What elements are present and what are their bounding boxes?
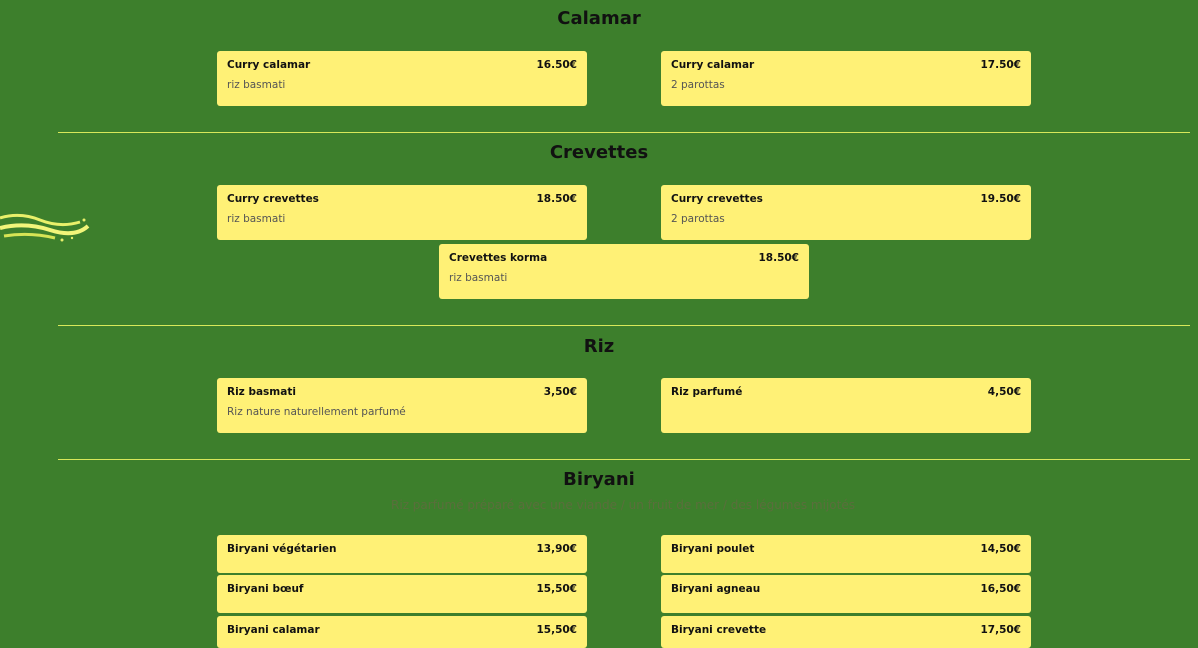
- menu-card[interactable]: Curry calamar 17.50€ 2 parottas: [661, 51, 1031, 106]
- menu-card[interactable]: Curry calamar 16.50€ riz basmati: [217, 51, 587, 106]
- item-price: 14,50€: [980, 543, 1021, 555]
- menu-card[interactable]: Crevettes korma 18.50€ riz basmati: [439, 244, 809, 299]
- menu-card[interactable]: Curry crevettes 19.50€ 2 parottas: [661, 185, 1031, 240]
- item-description: 2 parottas: [671, 79, 725, 91]
- section-subtitle-biryani: Riz parfumé préparé avec une viande / un…: [391, 498, 855, 512]
- item-price: 4,50€: [987, 386, 1021, 398]
- item-name: Riz basmati: [227, 386, 296, 398]
- item-description: riz basmati: [227, 79, 286, 91]
- menu-card[interactable]: Riz parfumé 4,50€: [661, 378, 1031, 433]
- item-price: 15,50€: [536, 624, 577, 636]
- menu-card[interactable]: Curry crevettes 18.50€ riz basmati: [217, 185, 587, 240]
- section-divider: [58, 325, 1190, 326]
- item-name: Biryani agneau: [671, 583, 761, 595]
- section-divider: [58, 132, 1190, 133]
- menu-card[interactable]: Biryani végétarien 13,90€: [217, 535, 587, 573]
- yellow-swirl-decoration-icon: [0, 213, 90, 242]
- item-name: Biryani bœuf: [227, 583, 304, 595]
- item-price: 13,90€: [536, 543, 577, 555]
- item-price: 18.50€: [758, 252, 799, 264]
- section-title-riz: Riz: [583, 336, 615, 357]
- menu-card[interactable]: Biryani poulet 14,50€: [661, 535, 1031, 573]
- item-price: 16.50€: [536, 59, 577, 71]
- item-name: Riz parfumé: [671, 386, 743, 398]
- menu-card[interactable]: Riz basmati 3,50€ Riz nature naturelleme…: [217, 378, 587, 433]
- item-description: riz basmati: [227, 213, 286, 225]
- menu-card[interactable]: Biryani crevette 17,50€: [661, 616, 1031, 648]
- menu-card[interactable]: Biryani calamar 15,50€: [217, 616, 587, 648]
- item-price: 17,50€: [980, 624, 1021, 636]
- item-price: 3,50€: [543, 386, 577, 398]
- item-description: riz basmati: [449, 272, 508, 284]
- item-price: 15,50€: [536, 583, 577, 595]
- section-divider: [58, 459, 1190, 460]
- item-name: Biryani poulet: [671, 543, 755, 555]
- item-price: 17.50€: [980, 59, 1021, 71]
- item-name: Curry crevettes: [227, 193, 319, 205]
- item-name: Crevettes korma: [449, 252, 548, 264]
- item-name: Curry crevettes: [671, 193, 763, 205]
- item-name: Biryani crevette: [671, 624, 767, 636]
- item-name: Curry calamar: [227, 59, 311, 71]
- item-price: 16,50€: [980, 583, 1021, 595]
- section-title-calamar: Calamar: [557, 8, 641, 29]
- item-name: Biryani calamar: [227, 624, 320, 636]
- item-name: Biryani végétarien: [227, 543, 337, 555]
- section-title-crevettes: Crevettes: [549, 142, 649, 163]
- item-name: Curry calamar: [671, 59, 755, 71]
- menu-card[interactable]: Biryani bœuf 15,50€: [217, 575, 587, 613]
- section-title-biryani: Biryani: [563, 469, 635, 490]
- menu-card[interactable]: Biryani agneau 16,50€: [661, 575, 1031, 613]
- item-description: 2 parottas: [671, 213, 725, 225]
- item-description: Riz nature naturellement parfumé: [227, 406, 406, 418]
- item-price: 18.50€: [536, 193, 577, 205]
- item-price: 19.50€: [980, 193, 1021, 205]
